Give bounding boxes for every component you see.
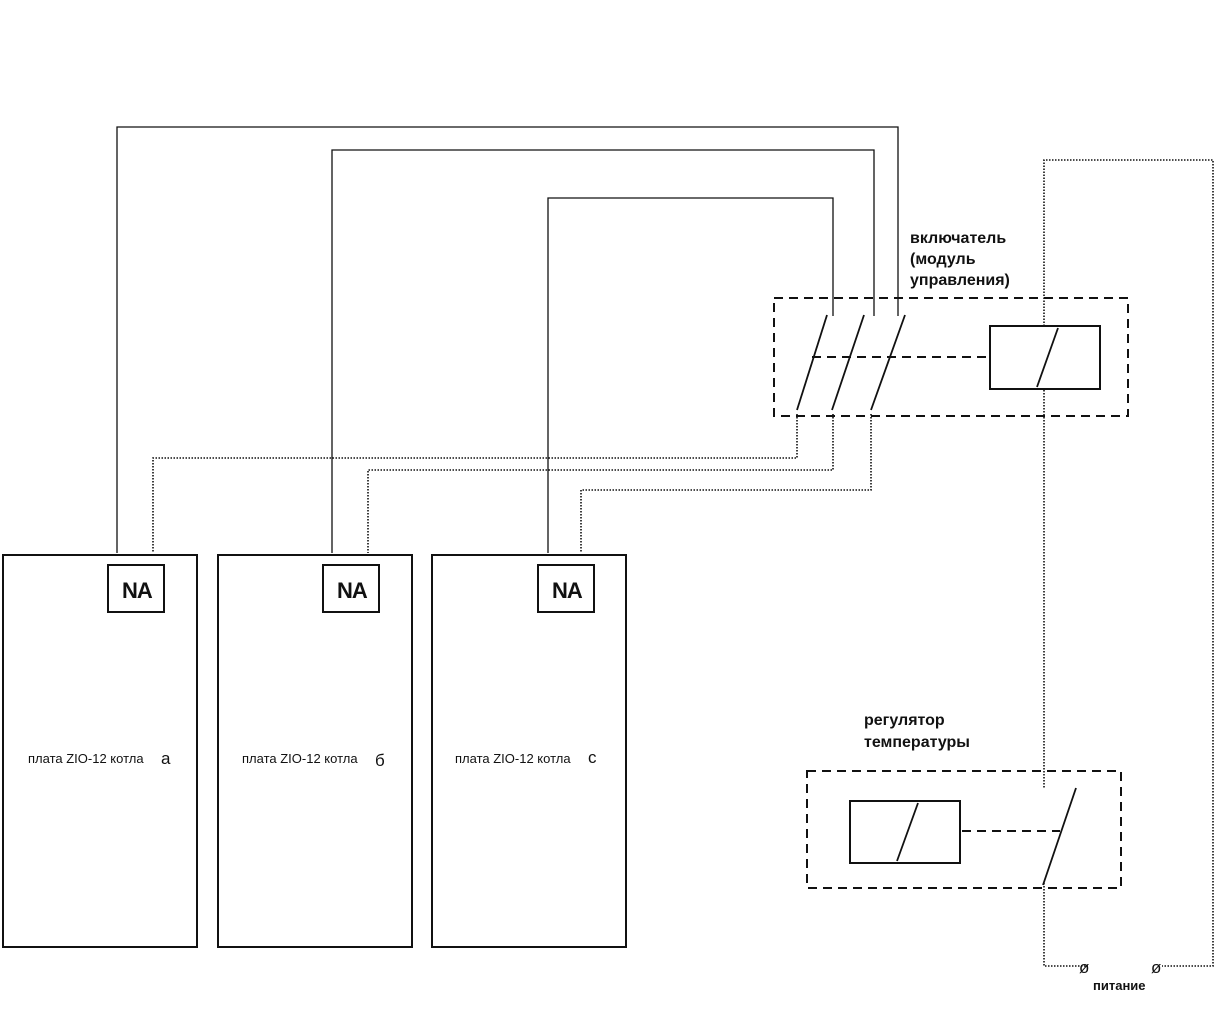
na-terminal-b — [322, 564, 380, 613]
boiler-board-b: NA плата ZIO-12 котла б — [217, 554, 413, 948]
boiler-board-a: NA плата ZIO-12 котла а — [2, 554, 198, 948]
power-terminal-right-icon: ø — [1151, 958, 1161, 977]
boiler-board-c: NA плата ZIO-12 котла с — [431, 554, 627, 948]
control-wires-solid — [116, 126, 899, 553]
regulator-label-line2: температуры — [864, 734, 970, 751]
temperature-regulator: регулятор температуры — [806, 712, 1122, 889]
contact-2 — [831, 314, 865, 411]
board-letter-a: а — [161, 749, 171, 768]
na-label-a: NA — [122, 578, 153, 603]
power-terminal-left-icon: ø — [1079, 958, 1089, 977]
board-letter-b: б — [375, 751, 385, 770]
contact-3 — [870, 314, 906, 411]
regulator-sensor — [849, 800, 961, 864]
na-terminal-a — [107, 564, 165, 613]
board-letter-c: с — [588, 748, 597, 767]
board-label-b: плата ZIO-12 котла — [242, 751, 358, 766]
power-label: питание — [1093, 978, 1146, 993]
na-label-b: NA — [337, 578, 368, 603]
regulator-frame — [806, 770, 1122, 889]
contact-1 — [796, 314, 828, 411]
switch-label-line2: (модуль — [910, 251, 976, 268]
relay-coil — [989, 325, 1101, 390]
switch-label-line1: включатель — [910, 230, 1006, 247]
board-label-c: плата ZIO-12 котла — [455, 751, 571, 766]
power-terminals: ø ø питание — [1079, 958, 1161, 993]
switch-module: включатель (модуль управления) — [773, 230, 1129, 417]
power-loop — [1043, 159, 1214, 967]
switch-label-line3: управления) — [910, 272, 1010, 289]
na-terminal-c — [537, 564, 595, 613]
regulator-contact — [1042, 787, 1077, 886]
na-label-c: NA — [552, 578, 583, 603]
regulator-label-line1: регулятор — [864, 712, 945, 729]
return-wires-dotted — [152, 414, 872, 553]
board-label-a: плата ZIO-12 котла — [28, 751, 144, 766]
switch-module-frame — [773, 297, 1129, 417]
